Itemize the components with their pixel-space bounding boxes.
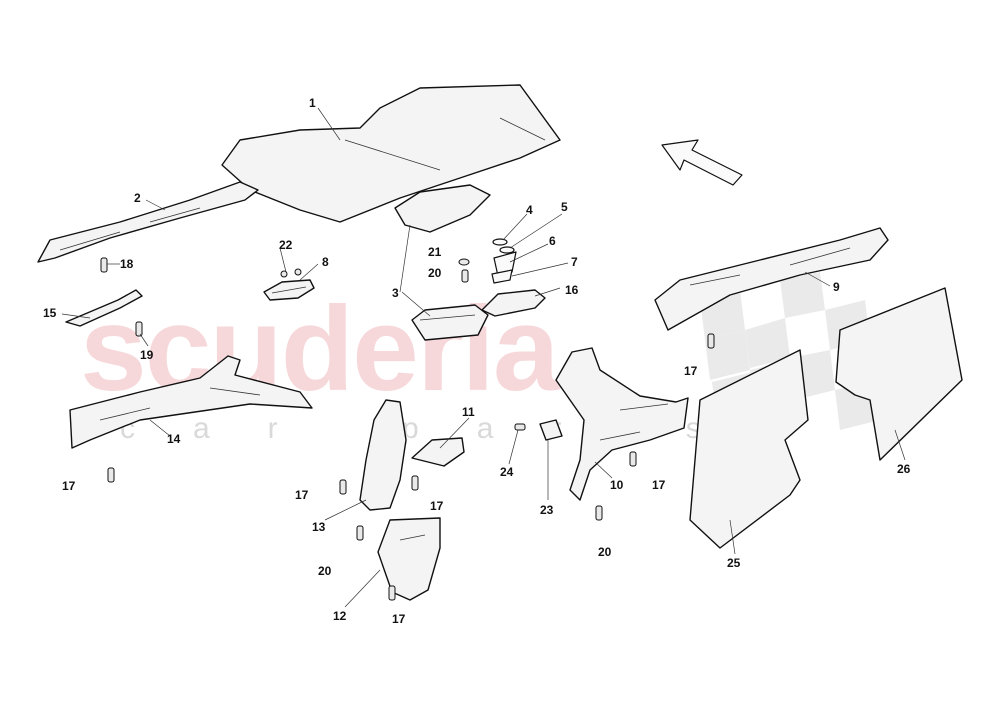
part-headliner <box>221 84 561 223</box>
label-10: 10 <box>610 478 624 492</box>
label-11: 11 <box>462 405 475 419</box>
part-roof-console <box>394 184 491 341</box>
label-25: 25 <box>727 556 741 570</box>
part-reading-lamp <box>263 268 315 301</box>
label-26: 26 <box>897 462 911 476</box>
leader-lines <box>61 107 906 608</box>
label-4: 4 <box>526 203 533 217</box>
part-rear-side-trim <box>555 347 689 501</box>
label-18: 18 <box>120 257 134 271</box>
label-20-c: 20 <box>598 545 612 559</box>
direction-arrow-icon <box>661 139 743 186</box>
label-17-b: 17 <box>62 479 76 493</box>
label-14: 14 <box>167 432 181 446</box>
label-21: 21 <box>428 245 442 259</box>
part-sun-visor <box>65 289 143 327</box>
label-17-c: 17 <box>295 488 309 502</box>
label-5: 5 <box>561 200 568 214</box>
label-3: 3 <box>392 286 399 300</box>
label-22: 22 <box>279 238 293 252</box>
part-switch <box>539 419 563 441</box>
label-17-d: 17 <box>430 499 444 513</box>
label-9: 9 <box>833 280 840 294</box>
part-bracket <box>491 238 517 284</box>
label-17-f: 17 <box>392 612 406 626</box>
label-20-b: 20 <box>318 564 332 578</box>
part-insulation-mat-25 <box>689 349 809 549</box>
part-lamp <box>481 289 546 317</box>
label-23: 23 <box>540 503 554 517</box>
label-16: 16 <box>565 283 579 297</box>
label-6: 6 <box>549 234 556 248</box>
label-17-a: 17 <box>684 364 698 378</box>
screws <box>100 257 715 601</box>
label-2: 2 <box>134 191 141 205</box>
part-b-pillar-trim <box>359 399 407 511</box>
label-8: 8 <box>322 255 329 269</box>
part-small-trim <box>411 437 465 467</box>
label-20-a: 20 <box>428 266 442 280</box>
part-roof-rail <box>37 181 259 263</box>
label-17-e: 17 <box>652 478 666 492</box>
label-24: 24 <box>500 465 514 479</box>
part-insulation-mat-26 <box>835 287 963 461</box>
label-7: 7 <box>571 255 578 269</box>
callout-labels: 1 2 3 4 5 6 7 8 9 10 11 12 13 14 15 16 1… <box>43 96 911 626</box>
label-19: 19 <box>140 348 154 362</box>
label-15: 15 <box>43 306 57 320</box>
part-rear-panel <box>654 227 889 331</box>
label-1: 1 <box>309 96 316 110</box>
label-13: 13 <box>312 520 326 534</box>
part-a-pillar-trim <box>69 355 313 449</box>
part-c-pillar-lower-trim <box>377 517 441 601</box>
label-12: 12 <box>333 609 347 623</box>
